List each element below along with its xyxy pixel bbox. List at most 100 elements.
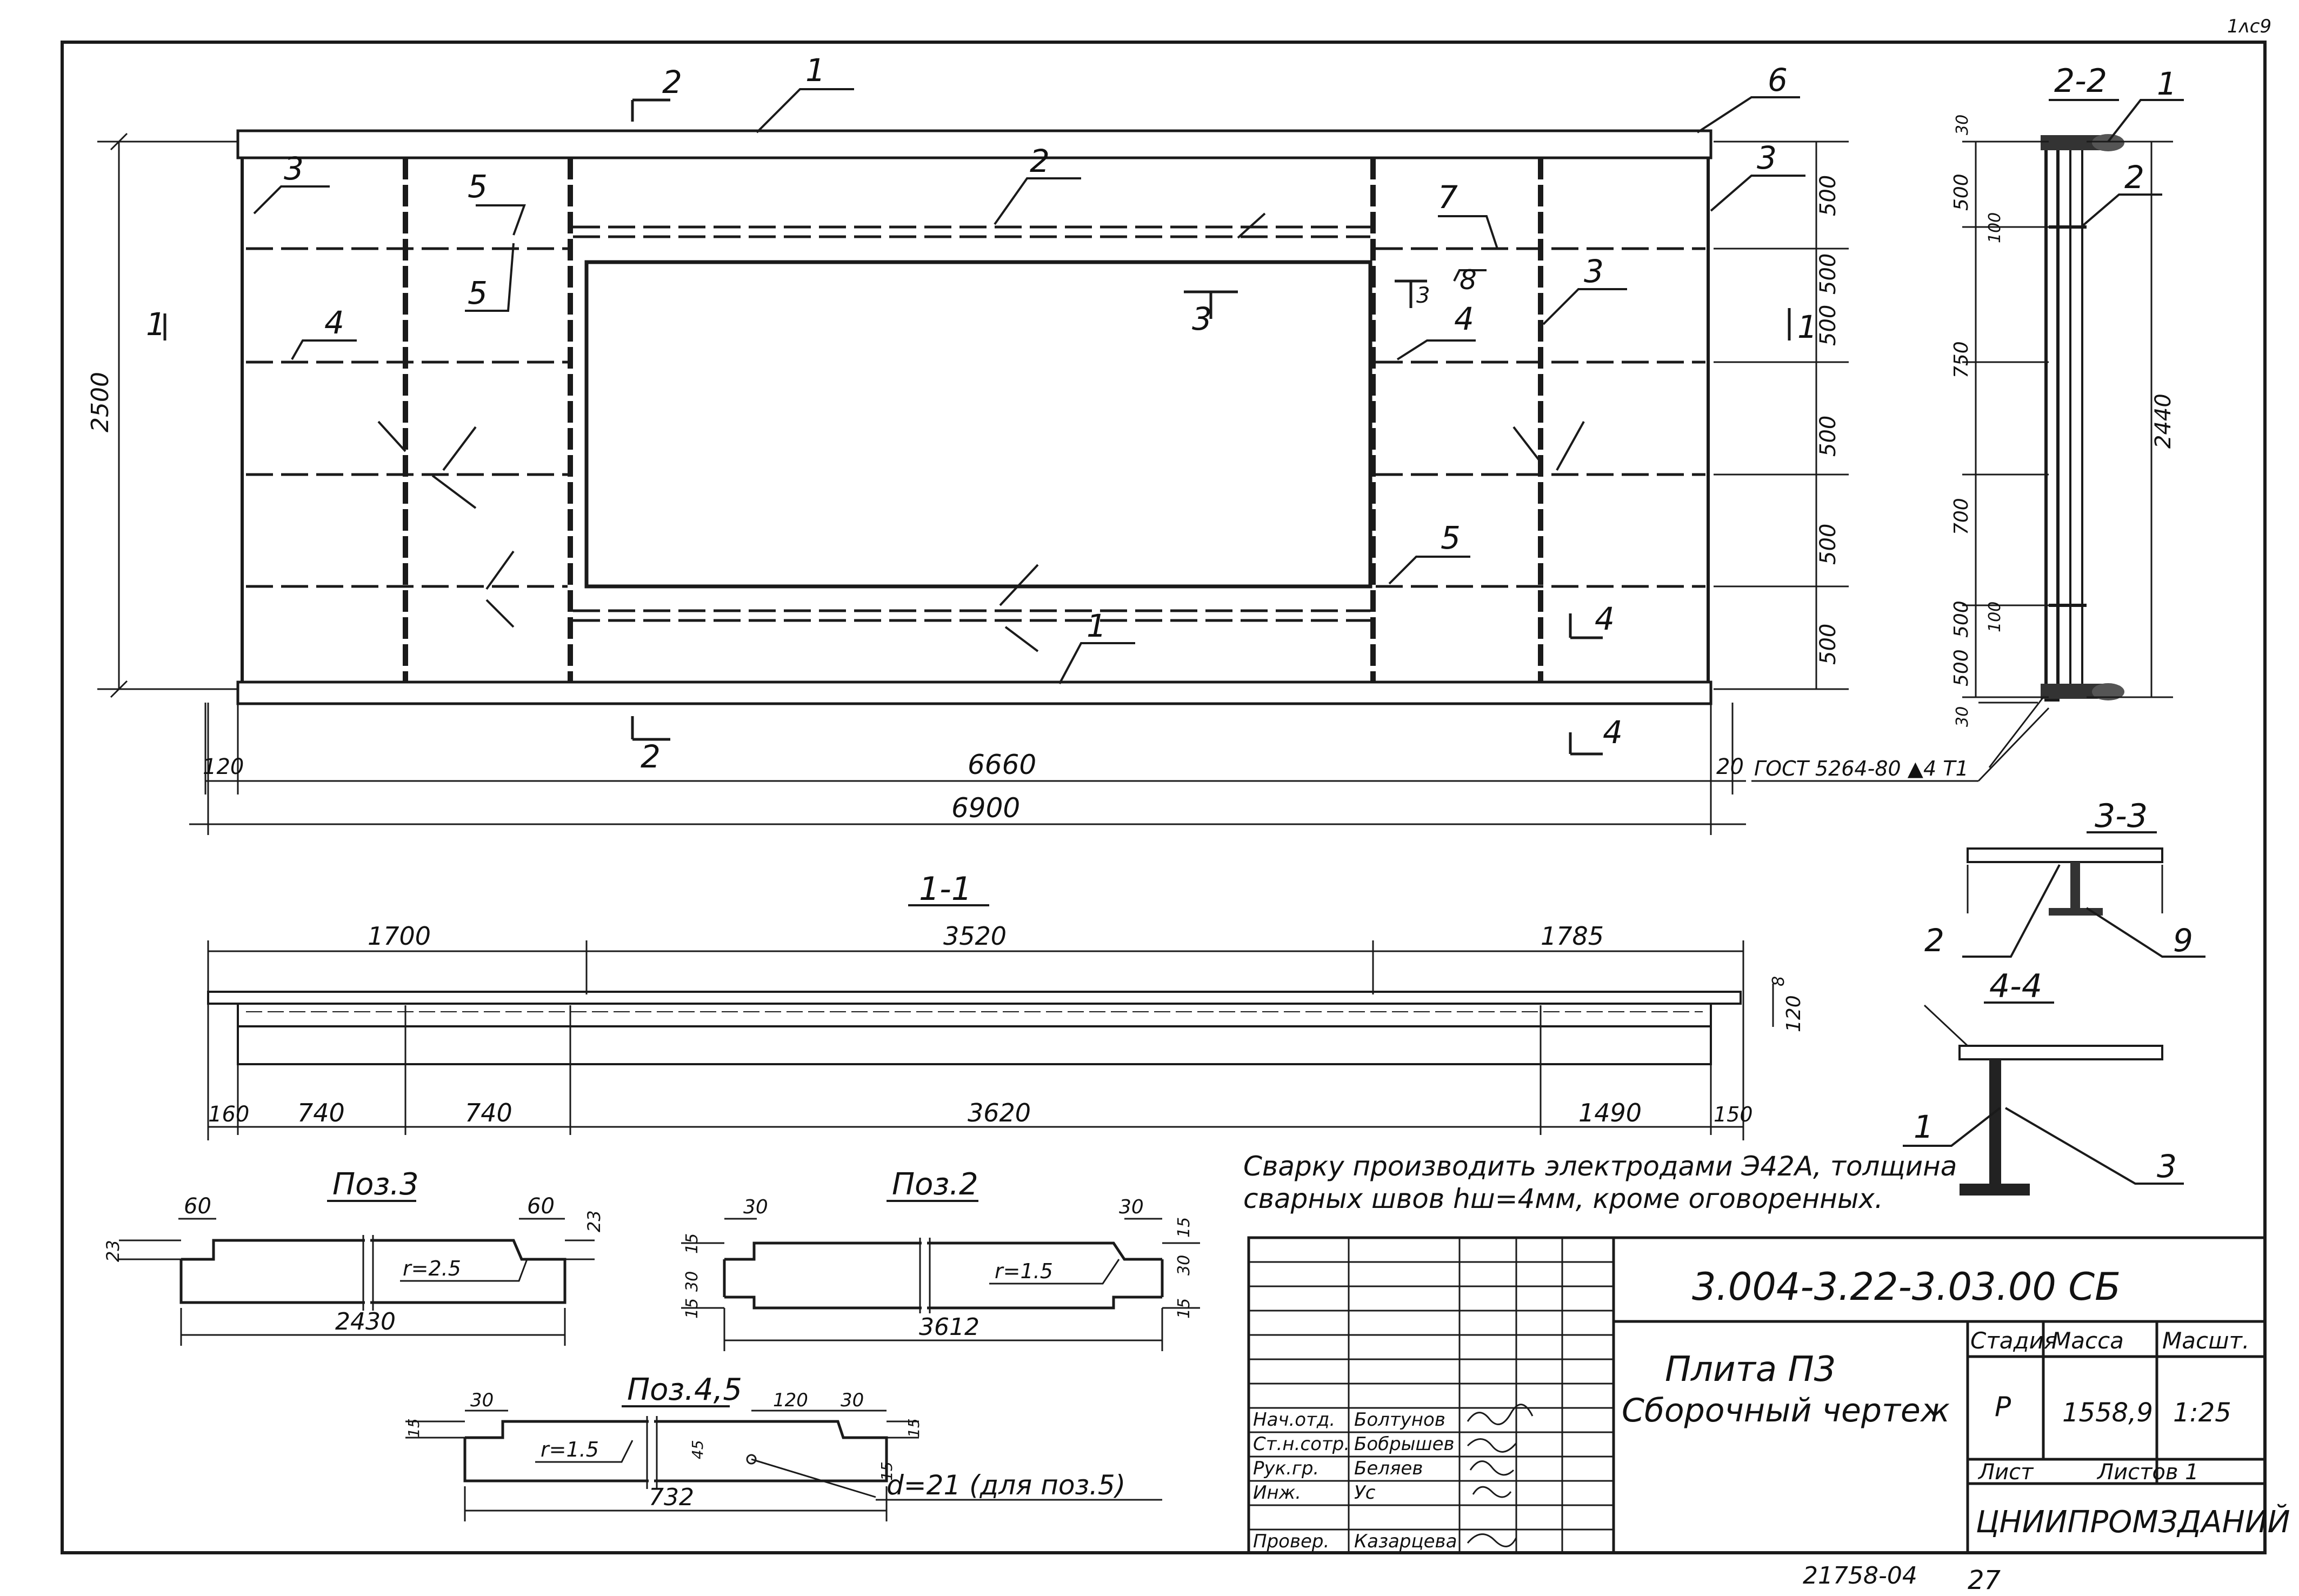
pos2-title: Поз.2 <box>892 1167 978 1202</box>
title-block: 3.004-3.22-3.03.00 СБ Плита П3 Сборочный… <box>1247 1236 2290 1554</box>
signatures <box>1467 1404 1534 1547</box>
s11-height: 120 <box>1783 995 1805 1032</box>
pos45-d2: 120 <box>773 1390 808 1411</box>
pos3-d2: 60 <box>527 1194 555 1219</box>
s22-dim-4: 750 <box>1950 341 1973 378</box>
pos45-d7: 15 <box>878 1461 896 1481</box>
dim-left: 120 <box>203 754 244 779</box>
s22-dim-2: 500 <box>1950 173 1973 211</box>
pos3-d1: 60 <box>184 1194 211 1219</box>
cut-mark-1-left: 1 <box>146 306 166 343</box>
sheet-frame <box>61 41 2267 1554</box>
s22-dim-6: 500 <box>1950 600 1973 638</box>
cut-mark-2-bottom: 2 <box>641 738 661 775</box>
scale-value: 1:25 <box>2173 1398 2231 1428</box>
s11-top-dim-1: 1700 <box>368 921 431 951</box>
cut-mark-4-bottom: 4 <box>1603 714 1623 751</box>
pos-label-2: 2 <box>1030 143 1050 179</box>
weld-note-line1: Сварку производить электродами Э42А, тол… <box>1243 1151 1957 1182</box>
pos2-d2: 30 <box>1119 1196 1144 1218</box>
detail-pos2: Поз.2 30 30 15 15 30 30 15 15 r=1.5 3612 <box>681 1167 1200 1351</box>
s33-label-2: 2 <box>1924 922 1944 959</box>
pos2-r: r=1.5 <box>995 1259 1053 1283</box>
s22-dim-5: 700 <box>1950 498 1973 535</box>
role-2: Ст.н.сотр. <box>1253 1433 1350 1455</box>
pos3-len: 2430 <box>335 1308 396 1335</box>
organization: ЦНИИПРОМЗДАНИЙ <box>1976 1505 2290 1540</box>
section-1-1: 1-1 1700 3520 1785 160 740 740 3620 1490… <box>207 870 1805 1140</box>
dim-total: 6900 <box>951 792 1020 824</box>
pos2-d8: 15 <box>1175 1298 1194 1319</box>
name-4: Ус <box>1354 1482 1376 1504</box>
s22-dim-3: 100 <box>1985 212 2004 243</box>
central-opening <box>584 260 1372 589</box>
role-1: Нач.отд. <box>1253 1409 1335 1431</box>
pos3-title: Поз.3 <box>332 1167 419 1202</box>
s44-label-1: 1 <box>1914 1108 1934 1145</box>
s11-small: 8 <box>1769 976 1788 986</box>
pos2-d6: 30 <box>1175 1255 1194 1276</box>
pos2-d3: 15 <box>683 1233 702 1254</box>
pos2-d4: 15 <box>1175 1217 1194 1238</box>
s11-top-dim-3: 1785 <box>1541 921 1604 951</box>
s44-label-3: 3 <box>2157 1148 2177 1185</box>
pos-label-5a: 5 <box>468 168 488 205</box>
pos-label-7: 7 <box>1438 179 1458 216</box>
vertical-ribs <box>403 158 1543 682</box>
section-4-4-title: 4-4 <box>1989 967 2042 1005</box>
pos45-title: Поз.4,5 <box>627 1372 742 1407</box>
cut-mark-3b: 3 <box>1416 283 1430 308</box>
doc-name-line2: Сборочный чертеж <box>1622 1392 1950 1430</box>
cut-mark-4-top: 4 <box>1595 600 1615 637</box>
role-4: Инж. <box>1253 1482 1301 1504</box>
inventory-number: 21758-04 <box>1803 1562 1917 1590</box>
s11-bot-dim-3: 740 <box>465 1098 512 1127</box>
pos3-r: r=2.5 <box>403 1257 461 1280</box>
pos3-d4: 23 <box>584 1210 604 1232</box>
name-5: Казарцева <box>1354 1531 1457 1552</box>
pos45-d1: 30 <box>470 1390 494 1411</box>
page-number: 27 <box>1968 1565 2001 1595</box>
s22-label-2: 2 <box>2124 159 2144 196</box>
section-2-2-title: 2-2 <box>2054 62 2107 100</box>
right-dim-5: 500 <box>1816 524 1841 565</box>
pos45-r: r=1.5 <box>541 1438 599 1461</box>
cut-mark-1-right: 1 <box>1797 309 1817 345</box>
pos-label-1-top: 1 <box>805 52 825 89</box>
pos-label-4-left: 4 <box>324 304 344 341</box>
pos-label-1-bottom: 1 <box>1087 607 1107 644</box>
s22-dim-9: 30 <box>1953 706 1972 727</box>
detail-pos45: Поз.4,5 30 120 30 15 15 45 15 r=1.5 732 <box>405 1372 1162 1521</box>
corner-mark: 1ʌc9 <box>2227 16 2271 37</box>
pos45-d3: 30 <box>841 1390 864 1411</box>
s11-top-dim-2: 3520 <box>943 921 1007 951</box>
doc-code: 3.004-3.22-3.03.00 СБ <box>1692 1265 2121 1309</box>
section-3-3: 3-3 2 9 <box>1924 797 2205 959</box>
cut-mark-3: 3 <box>1192 300 1212 337</box>
top-rail <box>236 129 1712 159</box>
stage-value: Р <box>1995 1391 2011 1423</box>
horizontal-ribs <box>246 225 1705 622</box>
plan-view: 2 2 1 1 3 3 4 4 1 2 3 3 3 4 4 <box>86 52 2050 835</box>
bottom-rail <box>236 680 1712 705</box>
s22-dim-1: 30 <box>1953 115 1972 135</box>
pos-label-5b: 5 <box>468 275 488 311</box>
pos45-hole: d=21 (для поз.5) <box>887 1470 1125 1501</box>
right-dim-1: 500 <box>1816 175 1841 216</box>
pos2-d1: 30 <box>743 1196 768 1218</box>
name-2: Бобрышев <box>1354 1433 1455 1455</box>
pos-label-3-mid: 3 <box>1584 253 1604 290</box>
stage-header: Стадия <box>1970 1327 2057 1354</box>
right-dim-4: 500 <box>1816 416 1841 457</box>
dim-right: 20 <box>1716 754 1744 779</box>
section-1-1-title: 1-1 <box>919 870 972 908</box>
detail-pos3: Поз.3 60 60 23 23 r=2.5 2430 <box>103 1167 604 1346</box>
mass-header: Масса <box>2051 1327 2124 1354</box>
role-3: Рук.гр. <box>1253 1458 1319 1479</box>
scale-header: Масшт. <box>2162 1327 2249 1354</box>
right-dim-3: 500 <box>1816 305 1841 346</box>
s11-bot-dim-4: 3620 <box>968 1098 1031 1127</box>
sheets-header: Листов 1 <box>2096 1460 2199 1485</box>
pos2-d7: 15 <box>683 1298 702 1319</box>
